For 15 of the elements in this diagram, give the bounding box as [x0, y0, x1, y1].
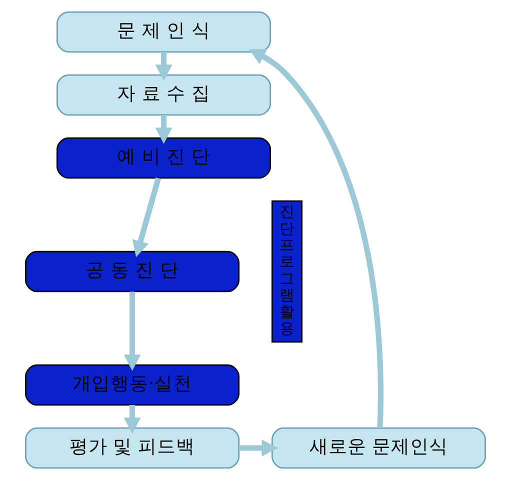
- arrow: [238, 440, 278, 456]
- node-box: 공 동 진 단: [24, 250, 240, 292]
- node-box: 예 비 진 단: [56, 137, 271, 179]
- node-box: 평가 및 피드백: [24, 427, 240, 469]
- node-box: 새로운 문제인식: [270, 427, 486, 469]
- node-box: 개입행동·실천: [24, 364, 240, 406]
- node-box: 진단프로그램활용: [270, 200, 302, 343]
- arrow: [132, 177, 161, 258]
- arrow: [123, 404, 140, 434]
- arrow: [154, 114, 172, 144]
- node-box: 자 료 수 집: [56, 74, 271, 116]
- arrow: [123, 292, 140, 371]
- arrow: [154, 52, 172, 81]
- node-box: 문 제 인 식: [56, 11, 271, 53]
- arrow: [248, 48, 383, 428]
